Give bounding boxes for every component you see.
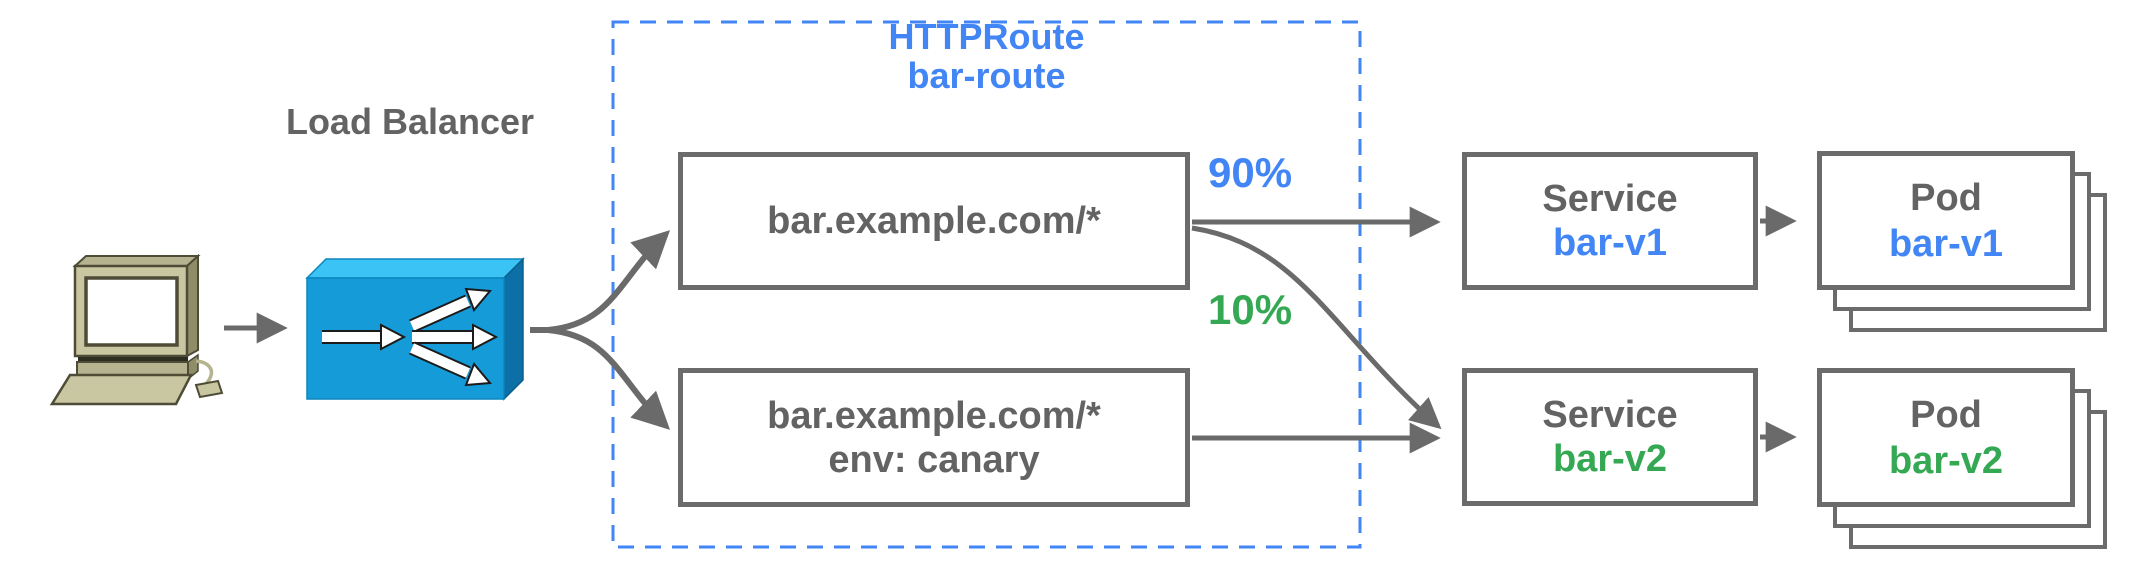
load-balancer-icon bbox=[305, 257, 525, 401]
weight-label-90: 90% bbox=[1208, 149, 1293, 196]
route1-to-service2-arrow bbox=[1191, 225, 1442, 430]
pod-bar-v2-box: Pod bar-v2 bbox=[1817, 368, 2075, 507]
mouse-cable bbox=[195, 359, 214, 386]
computer-mouse bbox=[194, 379, 224, 399]
service-bar-v2-box: Service bar-v2 bbox=[1462, 368, 1758, 506]
httproute-title-line1: HTTPRoute bbox=[888, 16, 1085, 57]
pod-bar-v1-box: Pod bar-v1 bbox=[1817, 151, 2075, 290]
pod-bar-v1-stack: Pod bar-v1 bbox=[1817, 151, 2117, 351]
route-match-box-2: bar.example.com/* env: canary bbox=[678, 368, 1190, 507]
service-bar-v1-name: bar-v1 bbox=[1552, 222, 1668, 264]
load-balancer-label: Load Balancer bbox=[285, 101, 535, 142]
route-match-2-host: bar.example.com/* bbox=[767, 394, 1101, 437]
service-bar-v1-box: Service bar-v1 bbox=[1462, 152, 1758, 290]
pod-bar-v1-name: bar-v1 bbox=[1888, 222, 2004, 265]
weight-label-10: 10% bbox=[1208, 286, 1293, 333]
httproute-group-title: HTTPRoute bar-route bbox=[613, 17, 1360, 95]
httproute-group-border bbox=[611, 20, 1362, 549]
httproute-title-line2: bar-route bbox=[907, 55, 1066, 96]
pod-bar-v2-title: Pod bbox=[1910, 393, 1982, 436]
pod-bar-v2-stack: Pod bar-v2 bbox=[1817, 368, 2117, 568]
pod-bar-v2-name: bar-v2 bbox=[1888, 439, 2004, 482]
client-computer-icon bbox=[49, 253, 224, 406]
route-match-2-header: env: canary bbox=[828, 438, 1040, 481]
pod-bar-v1-title: Pod bbox=[1910, 176, 1982, 219]
lb-to-route1-arrow bbox=[530, 230, 671, 333]
lb-to-route2-arrow bbox=[530, 327, 671, 430]
service-bar-v2-name: bar-v2 bbox=[1552, 438, 1668, 480]
computer-keyboard bbox=[49, 373, 194, 406]
computer-screen bbox=[84, 276, 179, 347]
route-match-1-host: bar.example.com/* bbox=[767, 200, 1101, 242]
service-bar-v1-title: Service bbox=[1542, 178, 1678, 220]
service-bar-v2-title: Service bbox=[1542, 394, 1678, 436]
route-match-box-1: bar.example.com/* bbox=[678, 152, 1190, 290]
